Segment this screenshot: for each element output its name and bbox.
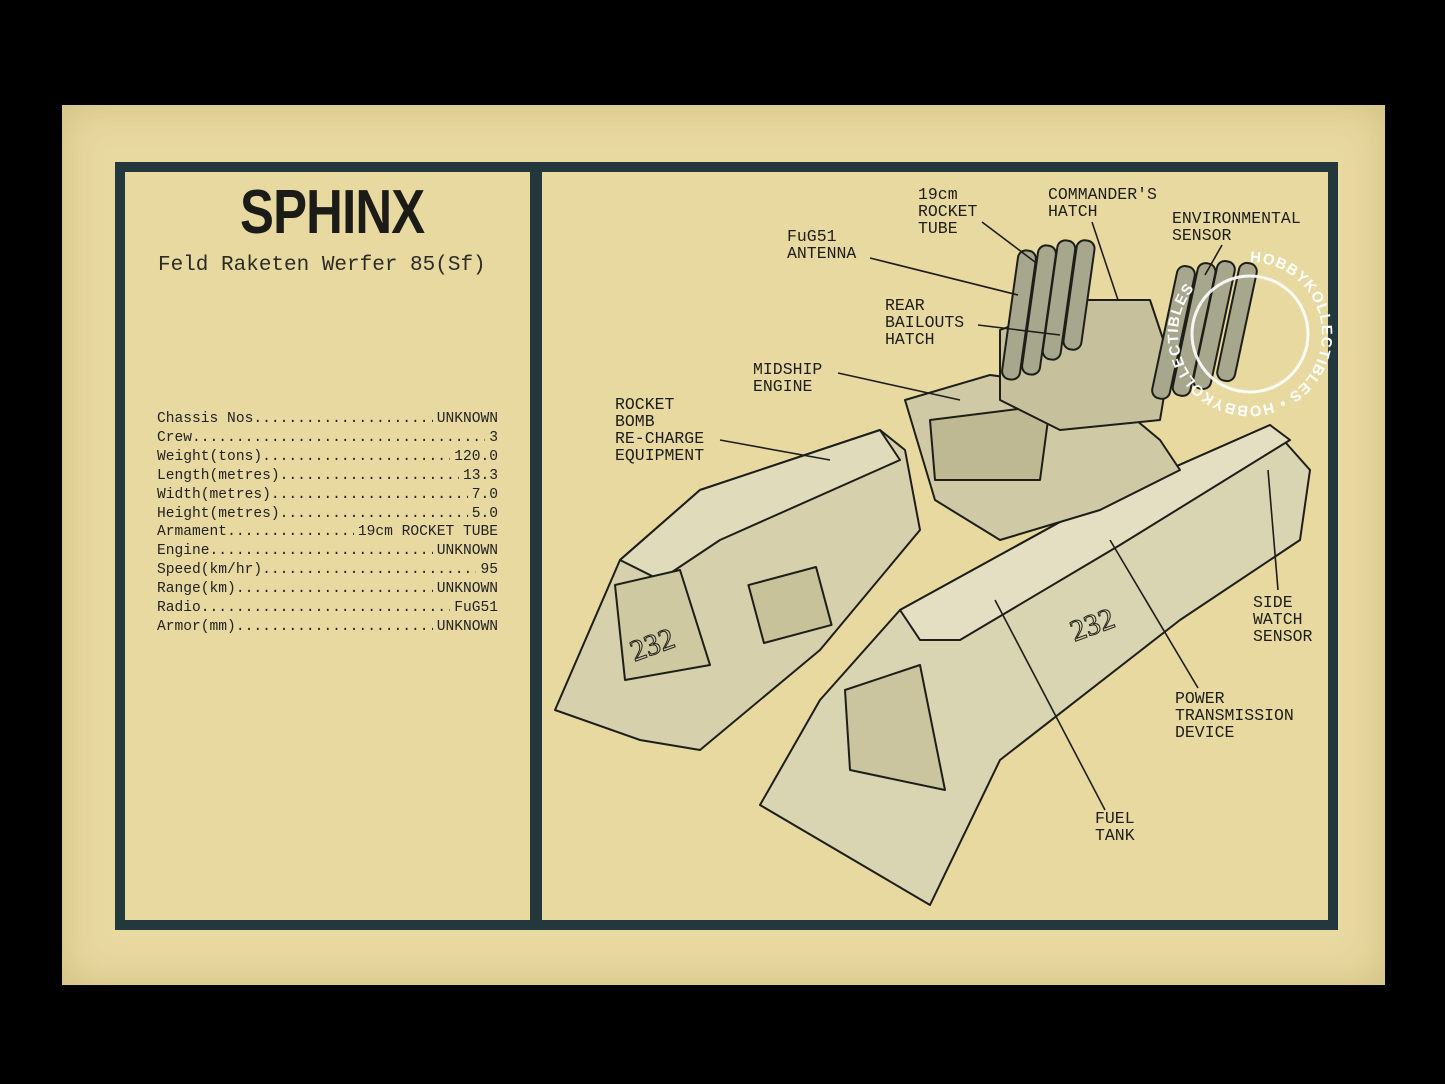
label-rear-bailouts-hatch: REAR BAILOUTS HATCH (885, 296, 965, 349)
spec-label: Armor(mm) (157, 618, 236, 635)
spec-row: Height(metres) 5.0 (157, 505, 498, 524)
spec-value: UNKNOWN (436, 581, 498, 598)
label-fuel-tank: FUEL TANK (1095, 809, 1135, 845)
spec-value: 3 (489, 429, 498, 446)
leader-lines (719, 221, 1279, 811)
spec-row: Speed(km/hr) 95 (157, 561, 498, 580)
spec-label: Chassis Nos (157, 411, 254, 427)
spec-row: Weight(tons) 120.0 (157, 448, 498, 467)
spec-label: Height(metres) (157, 505, 280, 522)
card-frame (115, 162, 1338, 930)
left-side-hatch (747, 565, 833, 645)
right-pontoon-panel (844, 664, 946, 791)
engine-deck (929, 404, 1051, 481)
spec-row: Length(metres) 13.3 (157, 467, 498, 486)
spec-row: Radio FuG51 (157, 599, 498, 618)
left-pontoon-panel (614, 569, 711, 681)
spec-value: UNKNOWN (436, 411, 498, 427)
spec-label: Speed(km/hr) (157, 562, 263, 579)
spec-row: Crew 3 (157, 429, 498, 448)
label-recharge-equipment: ROCKET BOMB RE-CHARGE EQUIPMENT (615, 395, 705, 465)
spec-label: Crew (157, 429, 193, 446)
spec-list: Chassis NosUNKNOWNCrew3Weight(tons)120.0… (157, 410, 498, 637)
spec-value: 13.3 (462, 467, 498, 484)
label-environmental-sensor: ENVIRONMENTAL SENSOR (1172, 209, 1301, 245)
label-rocket-tube: 19cm ROCKET TUBE (918, 185, 978, 238)
spec-label: Range(km) (157, 581, 236, 598)
spec-label: Engine (157, 543, 210, 560)
label-midship-engine: MIDSHIP ENGINE (753, 360, 823, 396)
spec-label: Width(metres) (157, 486, 271, 503)
frame-divider (530, 162, 542, 930)
label-commanders-hatch: COMMANDER'S HATCH (1048, 185, 1157, 221)
spec-row: Width(metres) 7.0 (157, 486, 498, 505)
spec-value: UNKNOWN (436, 618, 498, 635)
spec-value: 120.0 (454, 448, 498, 465)
spec-value: 7.0 (471, 486, 498, 503)
label-power-transmission: POWER TRANSMISSION DEVICE (1175, 689, 1294, 742)
spec-row: Armor(mm) UNKNOWN (157, 618, 498, 637)
spec-label: Length(metres) (157, 467, 280, 484)
label-antenna: FuG51 ANTENNA (787, 227, 857, 263)
vehicle-subtitle: Feld Raketen Werfer 85(Sf) (158, 254, 486, 277)
spec-value: FuG51 (454, 600, 498, 617)
spec-value: 5.0 (471, 505, 498, 522)
spec-label: Armament (157, 524, 228, 541)
spec-label: Weight(tons) (157, 448, 263, 465)
spec-value: 19cm ROCKET TUBE (357, 524, 498, 541)
right-pontoon (759, 424, 1311, 906)
spec-row: Engine UNKNOWN (157, 542, 498, 561)
spec-value: 95 (480, 562, 498, 579)
spec-row: Armament 19cm ROCKET TUBE (157, 523, 498, 542)
spec-row: Chassis Nos UNKNOWN (157, 410, 498, 429)
label-side-watch-sensor: SIDE WATCH SENSOR (1253, 593, 1313, 646)
spec-row: Range(km) UNKNOWN (157, 580, 498, 599)
spec-label: Radio (157, 600, 201, 617)
spec-value: UNKNOWN (436, 543, 498, 560)
vehicle-title: SPHINX (240, 178, 425, 247)
